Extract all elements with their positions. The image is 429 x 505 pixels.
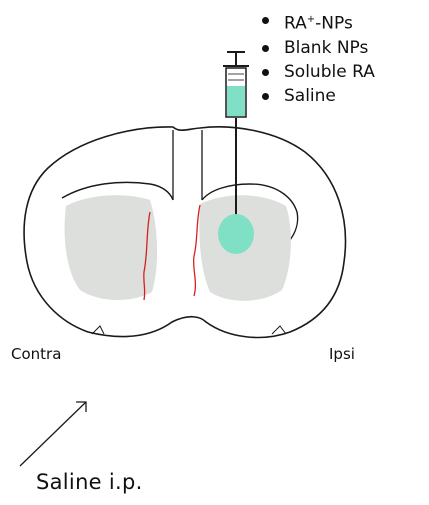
injection-route-label: Saline i.p. — [36, 470, 143, 494]
striatum-left — [65, 195, 158, 300]
legend-item-blank-nps: Blank NPs — [258, 36, 375, 60]
legend-label: Saline — [284, 86, 336, 106]
bullet-icon — [262, 17, 269, 24]
bullet-icon — [262, 69, 269, 76]
legend-item-saline: Saline — [258, 84, 375, 108]
legend-item-ra-nps: RA+-NPs — [258, 8, 375, 36]
legend-label: Soluble RA — [284, 62, 375, 82]
legend-label-suffix: -NPs — [315, 14, 353, 34]
bullet-icon — [262, 93, 269, 100]
treatment-legend: RA+-NPs Blank NPs Soluble RA Saline — [258, 8, 375, 108]
contralateral-label: Contra — [11, 345, 61, 363]
syringe-icon — [223, 52, 249, 117]
bullet-icon — [262, 45, 269, 52]
legend-label: RA — [284, 14, 307, 34]
legend-label: Blank NPs — [284, 38, 368, 58]
arrow-icon — [20, 402, 86, 466]
legend-item-soluble-ra: Soluble RA — [258, 60, 375, 84]
ipsilateral-label: Ipsi — [329, 345, 355, 363]
legend-superscript: + — [307, 14, 315, 25]
injection-site — [218, 214, 254, 254]
